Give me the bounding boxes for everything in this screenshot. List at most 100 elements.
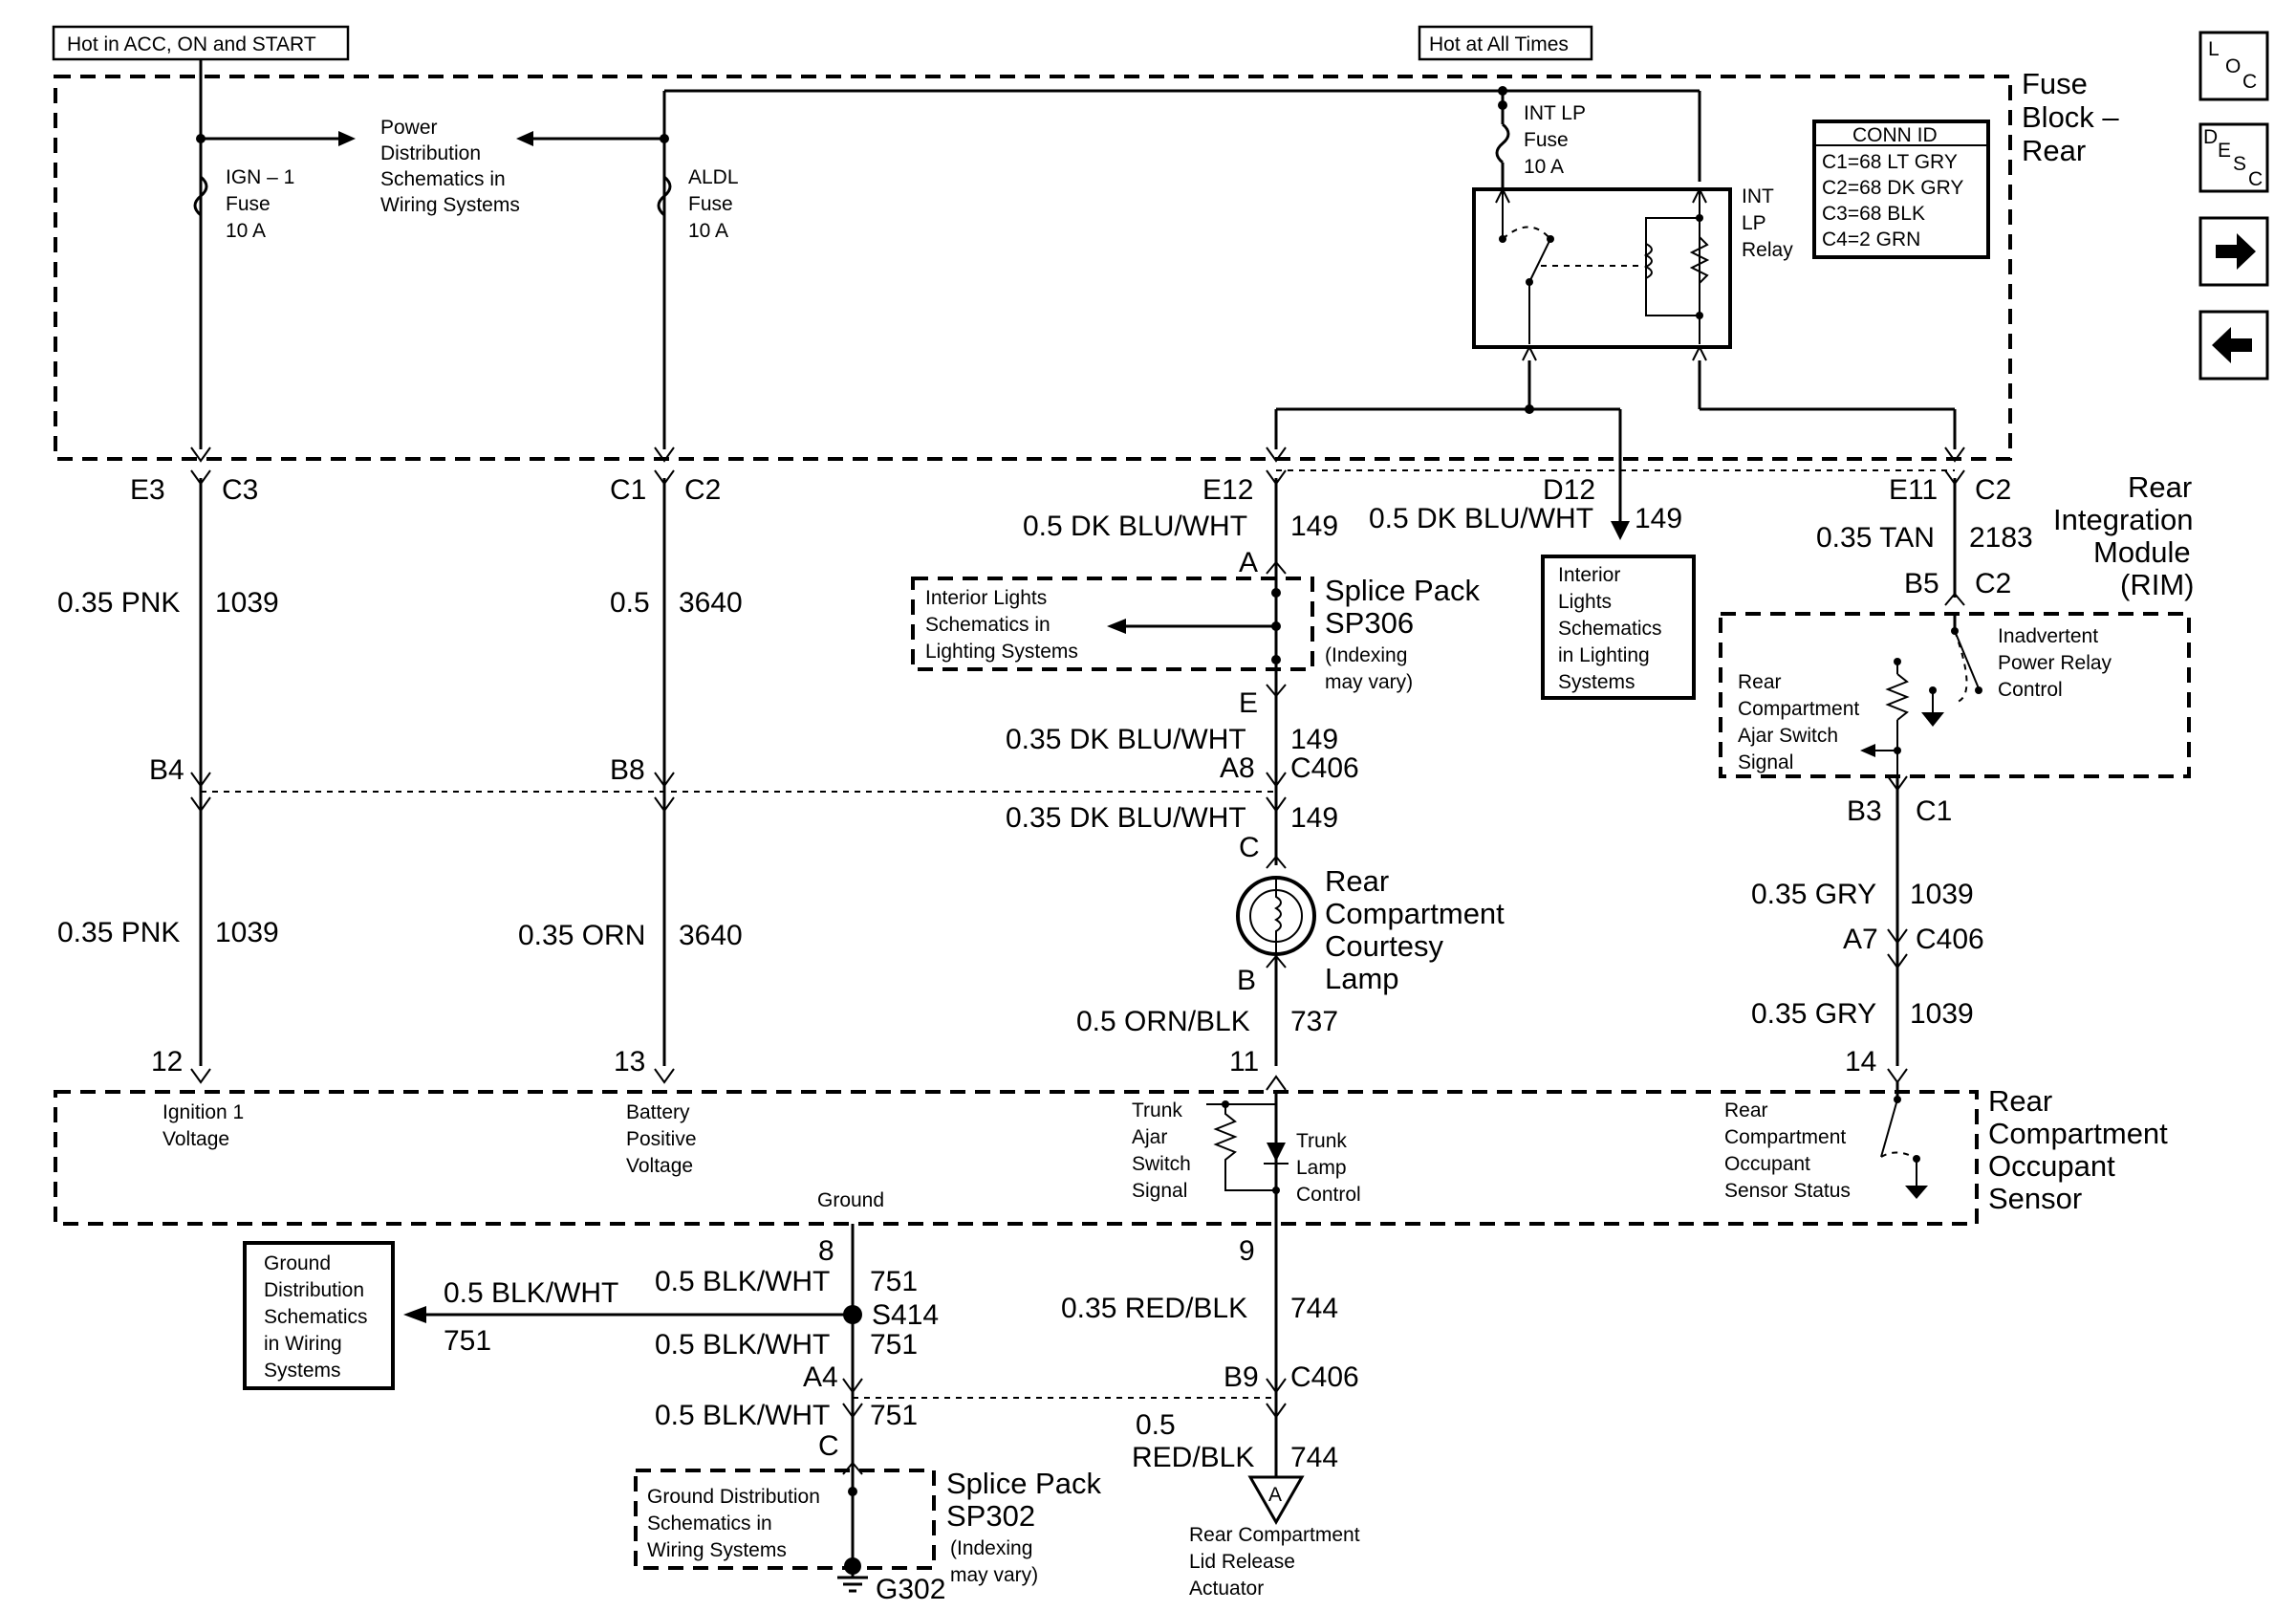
desc-button[interactable]: D E S C (2199, 122, 2269, 193)
rim-relay-control-label: Inadvertent Power Relay Control (1998, 625, 2112, 701)
svg-text:Rear: Rear (1738, 671, 1782, 693)
svg-text:Fuse: Fuse (688, 193, 733, 215)
c3-pin-a: A (1239, 547, 1258, 578)
svg-text:Rear: Rear (2128, 470, 2192, 504)
c4-wire1: 0.35 TAN (1816, 522, 1935, 554)
c3-pin-11: 11 (1229, 1046, 1259, 1078)
g-circuit-left: 751 (444, 1325, 491, 1357)
aldl-fuse-label: ALDL Fuse 10 A (688, 166, 739, 242)
sensor-title: Rear Compartment Occupant Sensor (1988, 1084, 2168, 1215)
svg-text:in Lighting: in Lighting (1558, 644, 1650, 666)
svg-text:Splice Pack: Splice Pack (946, 1467, 1101, 1500)
svg-text:Compartment: Compartment (1724, 1126, 1846, 1148)
svg-text:IGN – 1: IGN – 1 (226, 166, 294, 188)
svg-text:Ajar Switch: Ajar Switch (1738, 725, 1838, 747)
svg-text:Schematics in: Schematics in (925, 614, 1051, 636)
svg-text:Compartment: Compartment (1325, 897, 1505, 930)
t-conn-c406: C406 (1290, 1361, 1359, 1393)
interior-lights-label: Interior Lights Schematics in Lighting S… (925, 587, 1078, 663)
svg-text:Lamp: Lamp (1296, 1157, 1347, 1179)
svg-text:Control: Control (1998, 679, 2063, 701)
svg-text:Ground Distribution: Ground Distribution (647, 1486, 820, 1508)
sp302-label: Splice Pack SP302 (Indexing may vary) (946, 1467, 1101, 1586)
loc-button[interactable]: L O C (2199, 31, 2269, 101)
svg-text:Module: Module (2093, 535, 2191, 569)
svg-text:Power: Power (380, 117, 438, 139)
c3-circuit1: 149 (1290, 511, 1338, 542)
c3-circuit3: 149 (1290, 802, 1338, 834)
svg-text:Compartment: Compartment (1988, 1117, 2168, 1150)
svg-text:10 A: 10 A (1524, 156, 1564, 178)
ground-distribution-label-2: Ground Distribution Schematics in Wiring… (647, 1486, 820, 1561)
svg-text:Switch: Switch (1132, 1153, 1191, 1175)
t-pin-9: 9 (1239, 1235, 1255, 1267)
trunk-lamp-control-label: Trunk Lamp Control (1296, 1130, 1361, 1206)
back-button[interactable] (2199, 310, 2269, 381)
c4-circuit2: 1039 (1910, 879, 1974, 910)
t-wire2b: RED/BLK (1132, 1442, 1254, 1473)
c4-wire2: 0.35 GRY (1751, 879, 1876, 910)
conn-id-table: CONN ID C1=68 LT GRY C2=68 DK GRY C3=68 … (1812, 120, 1990, 259)
svg-text:Rear Compartment: Rear Compartment (1189, 1524, 1360, 1546)
ign1-fuse-icon (193, 175, 208, 217)
g302-label: G302 (876, 1574, 945, 1605)
c3-pin-c: C (1239, 832, 1260, 863)
c3-circuit2: 149 (1290, 724, 1338, 755)
g302-ground-icon (837, 1576, 868, 1593)
c4-conn-c2b: C2 (1975, 568, 2011, 599)
svg-text:Fuse: Fuse (1524, 129, 1569, 151)
t-pin-b9: B9 (1224, 1361, 1259, 1393)
c4-conn-c2: C2 (1975, 474, 2011, 506)
g-pin-c: C (818, 1430, 839, 1462)
c2-wire2: 0.35 ORN (518, 920, 645, 951)
t-wire2a: 0.5 (1136, 1409, 1176, 1441)
svg-text:Wiring Systems: Wiring Systems (647, 1539, 787, 1561)
sensor-outline (54, 1090, 1979, 1226)
intlp-fuse-label: INT LP Fuse 10 A (1524, 102, 1586, 178)
arrow-left-icon (2212, 327, 2252, 363)
sp306-label: Splice Pack SP306 (Indexing may vary) (1325, 574, 1480, 693)
c2-circuit: 3640 (679, 587, 743, 619)
c1-circuit: 1039 (215, 587, 279, 619)
c1-pin-b: B4 (149, 754, 184, 786)
svg-text:Fuse: Fuse (226, 193, 271, 215)
svg-text:Ignition 1: Ignition 1 (162, 1101, 244, 1123)
c1-pin-end: 12 (151, 1046, 183, 1078)
ground-distribution-box: Ground Distribution Schematics in Wiring… (243, 1241, 395, 1390)
svg-text:Fuse: Fuse (2022, 67, 2088, 100)
svg-text:Schematics in: Schematics in (380, 168, 506, 190)
svg-text:(Indexing: (Indexing (950, 1537, 1032, 1559)
c4-circuit1: 2183 (1969, 522, 2033, 554)
svg-text:Rear: Rear (1325, 864, 1389, 898)
svg-text:C: C (2242, 71, 2257, 93)
c4-pin-b5: B5 (1904, 568, 1939, 599)
forward-button[interactable] (2199, 216, 2269, 287)
svg-text:Sensor Status: Sensor Status (1724, 1180, 1851, 1202)
hot-all-label: Hot at All Times (1429, 33, 1569, 55)
intlp-relay (1472, 187, 1732, 361)
d12-wire: 0.5 DK BLU/WHT (1369, 503, 1593, 534)
svg-text:Sensor: Sensor (1988, 1182, 2082, 1215)
rim-ground-icon (1921, 712, 1944, 727)
c3-wire3: 0.35 DK BLU/WHT (1006, 802, 1246, 834)
svg-text:Distribution: Distribution (264, 1279, 364, 1301)
c1-wire: 0.35 PNK (57, 587, 180, 619)
svg-text:C1=68 LT GRY: C1=68 LT GRY (1822, 151, 1958, 173)
svg-text:Ground: Ground (264, 1252, 331, 1274)
svg-text:Actuator: Actuator (1189, 1578, 1264, 1600)
sp306-outline (911, 577, 1314, 671)
g-wire1: 0.5 BLK/WHT (655, 1266, 830, 1297)
c4-circuit3: 1039 (1910, 998, 1974, 1030)
svg-text:may vary): may vary) (1325, 671, 1413, 693)
svg-text:Trunk: Trunk (1296, 1130, 1347, 1152)
svg-text:Lights: Lights (1558, 591, 1612, 613)
svg-text:Occupant: Occupant (1724, 1153, 1810, 1175)
rim-title: Rear Integration Module (RIM) (2053, 470, 2194, 601)
d12-pin: D12 (1543, 474, 1595, 506)
svg-text:Relay: Relay (1742, 239, 1793, 261)
svg-text:Lid Release: Lid Release (1189, 1551, 1295, 1573)
c3-pin-e: E (1239, 687, 1258, 719)
c4-conn-c1: C1 (1916, 795, 1952, 827)
svg-text:Lighting Systems: Lighting Systems (925, 641, 1078, 663)
fuse-block-outline (54, 75, 2012, 461)
